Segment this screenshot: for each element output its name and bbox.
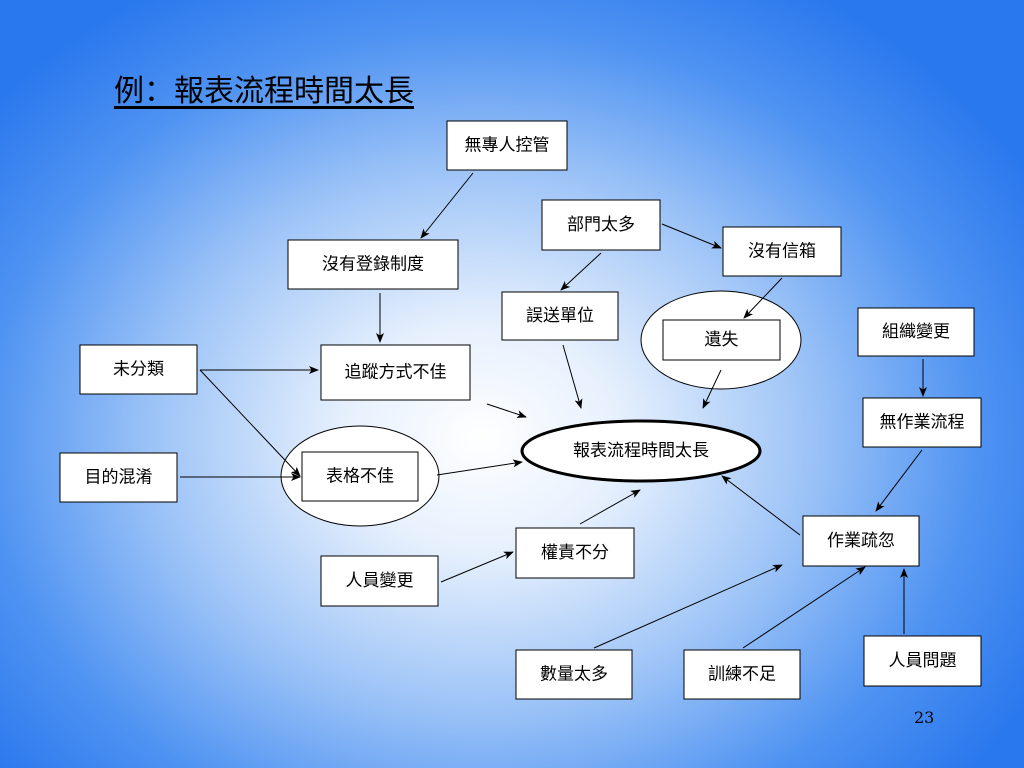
arrow-no-owner-to-no-registration (420, 172, 474, 239)
slide-title: 例：報表流程時間太長 (114, 74, 414, 109)
node-lack-training: 訓練不足 (683, 649, 801, 700)
node-no-mailbox: 沒有信箱 (722, 226, 842, 277)
node-staff-issue: 人員問題 (863, 635, 982, 687)
node-no-registration: 沒有登錄制度 (287, 239, 459, 290)
node-poor-form-shape (301, 451, 419, 502)
node-main-problem-shape (520, 419, 762, 483)
node-unclear-duty-shape (515, 527, 635, 579)
arrow-no-mailbox-to-lost (743, 277, 783, 319)
node-lack-training-shape (683, 649, 801, 700)
node-poor-form: 表格不佳 (301, 451, 419, 502)
node-no-mailbox-shape (722, 226, 842, 277)
arrow-poor-tracking-to-main-problem (486, 403, 527, 418)
arrow-unclassified-to-poor-form (199, 369, 301, 477)
arrow-lack-training-to-negligence (742, 566, 866, 649)
node-lost: 遺失 (662, 319, 781, 361)
node-staff-issue-label: 人員問題 (889, 651, 957, 671)
node-no-registration-label: 沒有登錄制度 (322, 255, 424, 275)
arrow-unclear-duty-to-main-problem (579, 489, 641, 525)
node-org-change: 組織變更 (857, 307, 975, 357)
node-lost-shape (662, 319, 781, 361)
node-too-much-volume-shape (515, 649, 633, 700)
node-unclear-duty-label: 權責不分 (541, 543, 609, 563)
node-no-mailbox-label: 沒有信箱 (748, 242, 816, 262)
node-negligence: 作業疏忽 (802, 515, 920, 567)
node-lack-training-label: 訓練不足 (708, 665, 776, 685)
node-staff-issue-shape (863, 635, 982, 687)
node-mixed-purpose-label: 目的混淆 (85, 468, 153, 488)
node-unclassified: 未分類 (79, 344, 198, 395)
node-no-owner-label: 無專人控管 (465, 136, 550, 156)
node-too-many-depts: 部門太多 (541, 199, 661, 251)
arrow-too-much-volume-to-negligence (593, 564, 783, 649)
node-negligence-label: 作業疏忽 (827, 531, 895, 551)
node-mixed-purpose-shape (59, 452, 178, 503)
node-no-procedure: 無作業流程 (862, 397, 982, 448)
arrow-negligence-to-main-problem (721, 475, 801, 536)
node-main-problem: 報表流程時間太長 (520, 419, 762, 483)
node-too-much-volume-label: 數量太多 (540, 665, 608, 685)
arrow-too-many-depts-to-misdelivered (560, 252, 602, 291)
arrow-no-procedure-to-negligence (875, 449, 923, 512)
node-staff-change: 人員變更 (320, 555, 439, 607)
node-poor-tracking-label: 追蹤方式不佳 (345, 363, 447, 383)
arrow-lost-to-main-problem (702, 369, 722, 409)
arrow-misdelivered-to-main-problem (562, 344, 583, 409)
node-mixed-purpose: 目的混淆 (59, 452, 178, 503)
node-unclassified-label: 未分類 (113, 360, 164, 380)
node-poor-tracking: 追蹤方式不佳 (320, 344, 471, 401)
arrow-staff-change-to-unclear-duty (440, 551, 514, 583)
node-no-owner: 無專人控管 (446, 120, 568, 171)
node-staff-change-shape (320, 555, 439, 607)
arrow-poor-form-to-main-problem (436, 459, 523, 476)
node-no-registration-shape (287, 239, 459, 290)
node-poor-form-label: 表格不佳 (326, 467, 394, 487)
node-lost-label: 遺失 (705, 330, 739, 350)
node-misdelivered-shape (501, 291, 619, 341)
node-too-many-depts-shape (541, 199, 661, 251)
node-too-much-volume: 數量太多 (515, 649, 633, 700)
node-misdelivered-label: 誤送單位 (526, 306, 594, 326)
arrow-too-many-depts-to-no-mailbox (661, 223, 722, 249)
page-number: 23 (914, 708, 935, 727)
node-negligence-shape (802, 515, 920, 567)
node-poor-tracking-shape (320, 344, 471, 401)
node-misdelivered: 誤送單位 (501, 291, 619, 341)
node-org-change-label: 組織變更 (882, 322, 950, 342)
node-unclear-duty: 權責不分 (515, 527, 635, 579)
node-too-many-depts-label: 部門太多 (567, 215, 635, 235)
node-main-problem-label: 報表流程時間太長 (573, 441, 709, 461)
node-no-owner-shape (446, 120, 568, 171)
node-org-change-shape (857, 307, 975, 357)
node-staff-change-label: 人員變更 (346, 571, 414, 591)
node-no-procedure-label: 無作業流程 (880, 413, 965, 433)
node-no-procedure-shape (862, 397, 982, 448)
node-unclassified-shape (79, 344, 198, 395)
